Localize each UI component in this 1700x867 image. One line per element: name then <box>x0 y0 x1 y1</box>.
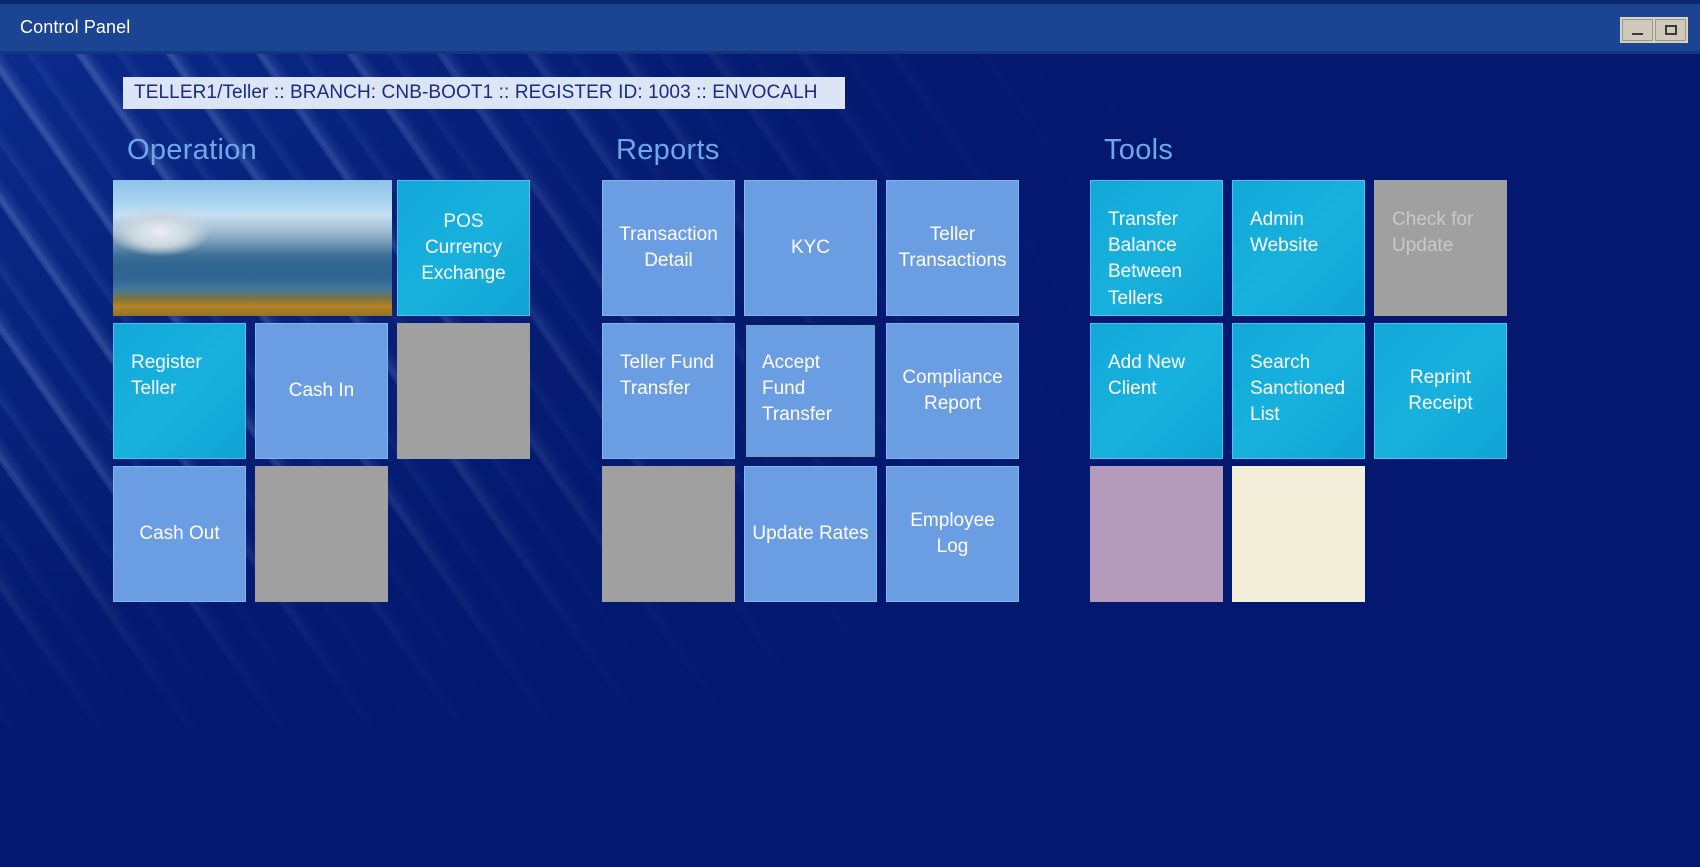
accept-fund-transfer-tile[interactable]: Accept Fund Transfer <box>744 323 877 459</box>
update-rates-tile[interactable]: Update Rates <box>744 466 877 602</box>
tile-label: Cash Out <box>139 522 220 544</box>
minimize-button[interactable] <box>1622 19 1653 41</box>
tile-grid: Transaction Detail KYC Teller Transactions… <box>602 180 1062 602</box>
admin-website-tile[interactable]: Admin Website <box>1232 180 1365 316</box>
empty-tile <box>397 323 530 459</box>
check-for-update-tile: Check for Update <box>1374 180 1507 316</box>
tile-label: Accept Fund Transfer <box>762 352 833 426</box>
window-titlebar: Control Panel <box>0 0 1700 54</box>
reprint-receipt-tile[interactable]: Reprint Receipt <box>1374 323 1507 459</box>
transaction-detail-tile[interactable]: Transaction Detail <box>602 180 735 316</box>
group-title-tools: Tools <box>1104 134 1174 166</box>
teller-transactions-tile[interactable]: Teller Transactions <box>886 180 1019 316</box>
tile-label: Teller Transactions <box>898 223 1007 271</box>
register-teller-tile[interactable]: Register Teller <box>113 323 246 459</box>
cash-out-tile[interactable]: Cash Out <box>113 466 246 602</box>
tile-label: Add New Client <box>1108 352 1186 400</box>
tile-label: Check for Update <box>1392 209 1474 257</box>
window-title: Control Panel <box>20 17 131 37</box>
maximize-icon <box>1664 25 1677 35</box>
search-sanctioned-list-tile[interactable]: Search Sanctioned List <box>1232 323 1365 459</box>
tile-label: POS Currency Exchange <box>421 210 506 285</box>
tile-label: Cash In <box>288 379 355 401</box>
window-controls <box>1620 17 1688 43</box>
tile-label: Transaction Detail <box>619 223 718 271</box>
pos-currency-exchange-tile[interactable]: POS Currency Exchange <box>397 180 530 316</box>
empty-tile <box>1232 466 1365 602</box>
tile-label: Teller Fund Transfer <box>620 352 714 400</box>
tile-label: Transfer Balance Between Tellers Close C… <box>1108 209 1206 316</box>
tile-label: Register Teller <box>131 352 202 400</box>
tile-label: Admin Website <box>1250 209 1319 257</box>
tile-grid: Transfer Balance Between Tellers Close C… <box>1090 180 1550 602</box>
tile-label: KYC <box>790 236 831 258</box>
tile-label: Update Rates <box>752 522 869 544</box>
empty-tile <box>1090 466 1223 602</box>
maximize-button[interactable] <box>1655 19 1686 41</box>
operation-photo-tile[interactable] <box>113 180 392 316</box>
session-info-banner: TELLER1/Teller :: BRANCH: CNB-BOOT1 :: R… <box>123 77 845 109</box>
control-panel-content: TELLER1/Teller :: BRANCH: CNB-BOOT1 :: R… <box>0 54 1700 867</box>
teller-fund-transfer-tile[interactable]: Teller Fund Transfer <box>602 323 735 459</box>
minimize-icon <box>1632 32 1643 35</box>
tile-label: Employee Log <box>910 509 995 557</box>
tile-label: Search Sanctioned List <box>1250 352 1346 426</box>
tile-label: Compliance Report <box>902 366 1003 414</box>
compliance-report-tile[interactable]: Compliance Report <box>886 323 1019 459</box>
empty-tile <box>602 466 735 602</box>
employee-log-tile[interactable]: Employee Log <box>886 466 1019 602</box>
transfer-balance-between-tellers-close-cash-tile[interactable]: Transfer Balance Between Tellers Close C… <box>1090 180 1223 316</box>
group-title-reports: Reports <box>616 134 720 166</box>
group-title-operation: Operation <box>127 134 258 166</box>
empty-tile <box>255 466 388 602</box>
kyc-tile[interactable]: KYC <box>744 180 877 316</box>
add-new-client-tile[interactable]: Add New Client <box>1090 323 1223 459</box>
tile-label: Reprint Receipt <box>1408 366 1473 414</box>
cash-in-tile[interactable]: Cash In <box>255 323 388 459</box>
